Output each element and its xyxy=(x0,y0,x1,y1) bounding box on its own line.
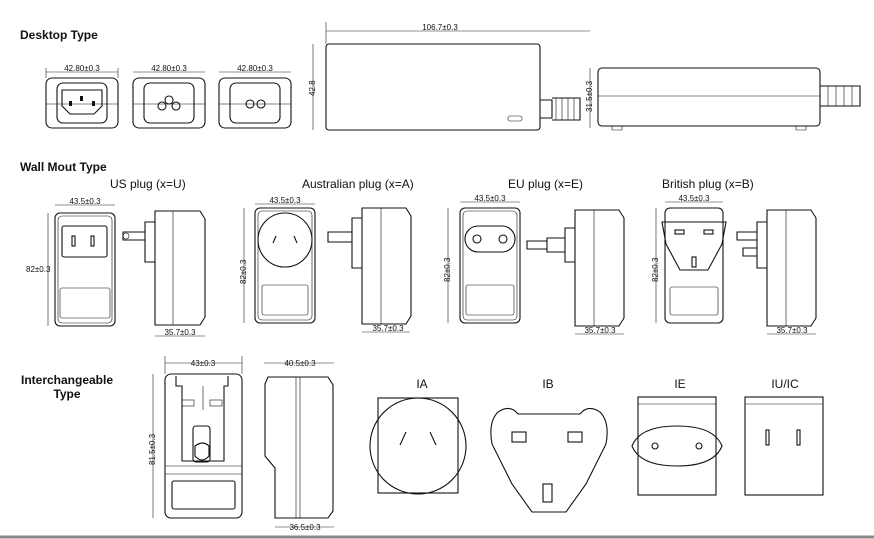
eu-plug-title: EU plug (x=E) xyxy=(508,177,583,191)
adapter-ib-label: IB xyxy=(542,377,553,391)
dim-height: 82±0.3 xyxy=(239,259,248,284)
dim-width: 43.5±0.3 xyxy=(474,194,506,203)
adapter-iu-ic-label: IU/IC xyxy=(771,377,799,391)
dim-width: 43.5±0.3 xyxy=(678,194,710,203)
dim-width: 43±0.3 xyxy=(191,359,216,368)
dim-width: 43.5±0.3 xyxy=(69,197,101,206)
us-plug-drawing: 43.5±0.3 82±0.3 35.7±0.3 xyxy=(26,197,206,337)
british-plug-title: British plug (x=B) xyxy=(662,177,754,191)
interchangeable-side-view: 40.5±0.3 36.5±0.3 xyxy=(264,359,334,532)
interchangeable-type-title-line1: Interchangeable xyxy=(21,373,113,387)
dim-depth-bottom: 36.5±0.3 xyxy=(289,523,321,532)
desktop-front-view-c8: 42.80±0.3 xyxy=(218,64,292,129)
dim-length: 106.7±0.3 xyxy=(422,23,458,32)
eu-plug-drawing: 43.5±0.3 82±0.3 35.7±0.3 xyxy=(443,194,625,335)
australian-plug-drawing: 43.5±0.3 82±0.3 35.7±0.3 xyxy=(239,196,412,333)
interchangeable-type-title-line2: Type xyxy=(53,387,80,401)
desktop-side-view: 31.5±0.3 xyxy=(585,67,861,131)
dim-height: 82±0.3 xyxy=(651,257,660,282)
adapter-ib: IB xyxy=(490,377,608,513)
adapter-ia-label: IA xyxy=(416,377,427,391)
dim-depth: 35.7±0.3 xyxy=(372,324,404,333)
dim-width: 43.5±0.3 xyxy=(269,196,301,205)
desktop-type-title: Desktop Type xyxy=(20,28,98,42)
interchangeable-front-view: 43±0.3 81.5±0.3 xyxy=(148,356,243,519)
british-plug-drawing: 43.5±0.3 82±0.3 35.7±0.3 xyxy=(651,194,817,335)
desktop-top-view: 106.7±0.3 42.8 xyxy=(308,22,590,131)
dim-width: 42.80±0.3 xyxy=(237,64,273,73)
dim-height: 82±0.3 xyxy=(26,265,51,274)
dim-depth: 35.7±0.3 xyxy=(164,328,196,337)
desktop-front-view-c14: 42.80±0.3 xyxy=(45,64,119,129)
dim-depth-top: 40.5±0.3 xyxy=(284,359,316,368)
australian-plug-title: Australian plug (x=A) xyxy=(302,177,414,191)
dim-height: 82±0.3 xyxy=(443,257,452,282)
dim-height: 81.5±0.3 xyxy=(148,433,157,465)
dim-depth: 35.7±0.3 xyxy=(776,326,808,335)
wall-mount-type-title: Wall Mout Type xyxy=(20,160,107,174)
dim-height: 42.8 xyxy=(308,80,317,96)
dim-width: 42.80±0.3 xyxy=(64,64,100,73)
adapter-ie: IE xyxy=(631,377,723,496)
adapter-iu-ic: IU/IC xyxy=(744,377,824,496)
us-plug-title: US plug (x=U) xyxy=(110,177,186,191)
dim-side-height: 31.5±0.3 xyxy=(585,80,594,112)
adapter-ie-label: IE xyxy=(674,377,685,391)
desktop-front-view-c6: 42.80±0.3 xyxy=(132,64,206,129)
dim-depth: 35.7±0.3 xyxy=(584,326,616,335)
adapter-ia: IA xyxy=(369,377,467,495)
dim-width: 42.80±0.3 xyxy=(151,64,187,73)
